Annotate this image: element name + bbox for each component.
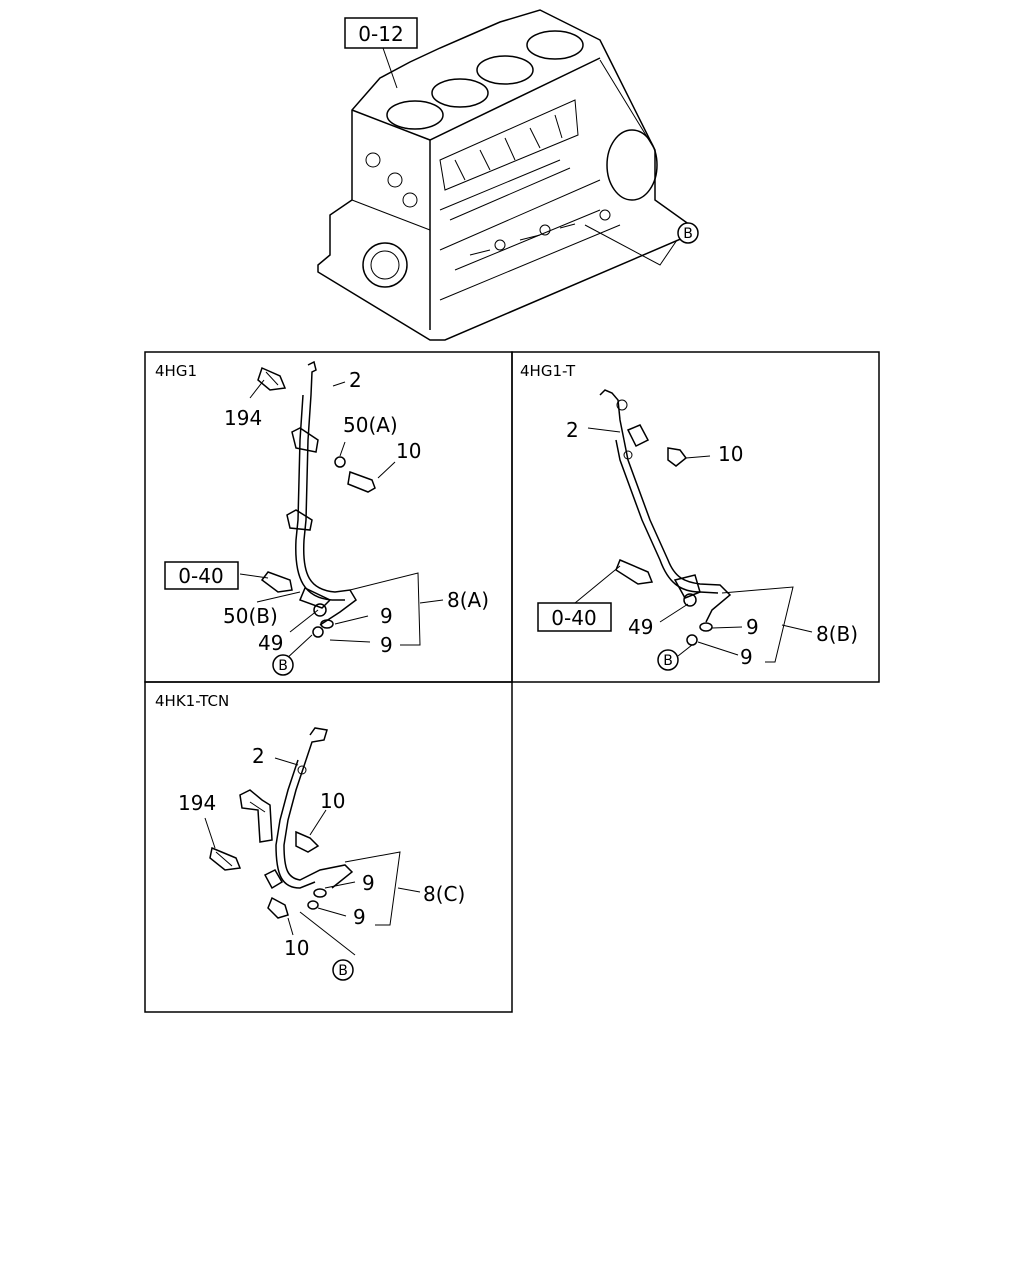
- panel-4hg1t-frame: [511, 351, 880, 683]
- label-9-upper: 9: [362, 871, 375, 895]
- label-49: 49: [628, 615, 653, 639]
- label-2: 2: [252, 744, 265, 768]
- panel-4hg1-ref-box: 0-40: [164, 561, 239, 590]
- label-50a: 50(A): [343, 413, 398, 437]
- panel-4hg1t-ref-box: 0-40: [537, 602, 612, 632]
- panel-4hk1-drawing: [204, 727, 421, 956]
- label-10: 10: [396, 439, 421, 463]
- label-8b: 8(B): [816, 622, 858, 646]
- panel-4hg1t-drawing: [574, 389, 813, 663]
- label-9-upper: 9: [380, 604, 393, 628]
- label-2: 2: [566, 418, 579, 442]
- label-9-upper: 9: [746, 615, 759, 639]
- svg-text:B: B: [683, 226, 693, 242]
- svg-text:B: B: [338, 963, 348, 979]
- svg-text:0-40: 0-40: [551, 606, 596, 630]
- label-194: 194: [224, 406, 262, 430]
- label-10: 10: [718, 442, 743, 466]
- label-2: 2: [349, 368, 362, 392]
- label-9-lower: 9: [353, 905, 366, 929]
- label-49: 49: [258, 631, 283, 655]
- engine-block-illustration: [317, 9, 691, 341]
- panel-4hk1-title: 4HK1-TCN: [155, 692, 229, 710]
- label-194: 194: [178, 791, 216, 815]
- callout-b-top: B: [677, 222, 699, 244]
- panel-4hk1-frame: [144, 681, 513, 1013]
- panel-4hg1-frame: [144, 351, 513, 683]
- label-10-lower: 10: [284, 936, 309, 960]
- label-9-lower: 9: [380, 633, 393, 657]
- block-ref-label: 0-12: [358, 22, 403, 46]
- panel-4hg1-drawing: [239, 360, 444, 661]
- label-8a: 8(A): [447, 588, 489, 612]
- label-50b: 50(B): [223, 604, 278, 628]
- label-9-lower: 9: [740, 645, 753, 669]
- svg-text:B: B: [663, 653, 673, 669]
- panel-4hg1-callout-b: B: [272, 654, 294, 676]
- svg-text:B: B: [278, 658, 288, 674]
- panel-4hk1-callout-b: B: [332, 959, 354, 981]
- label-8c: 8(C): [423, 882, 465, 906]
- block-ref-box: 0-12: [344, 17, 418, 49]
- panel-4hg1t-title: 4HG1-T: [520, 362, 576, 380]
- svg-text:0-40: 0-40: [178, 564, 223, 588]
- panel-4hg1t-callout-b: B: [657, 649, 679, 671]
- panel-4hg1-title: 4HG1: [155, 362, 197, 380]
- label-10-upper: 10: [320, 789, 345, 813]
